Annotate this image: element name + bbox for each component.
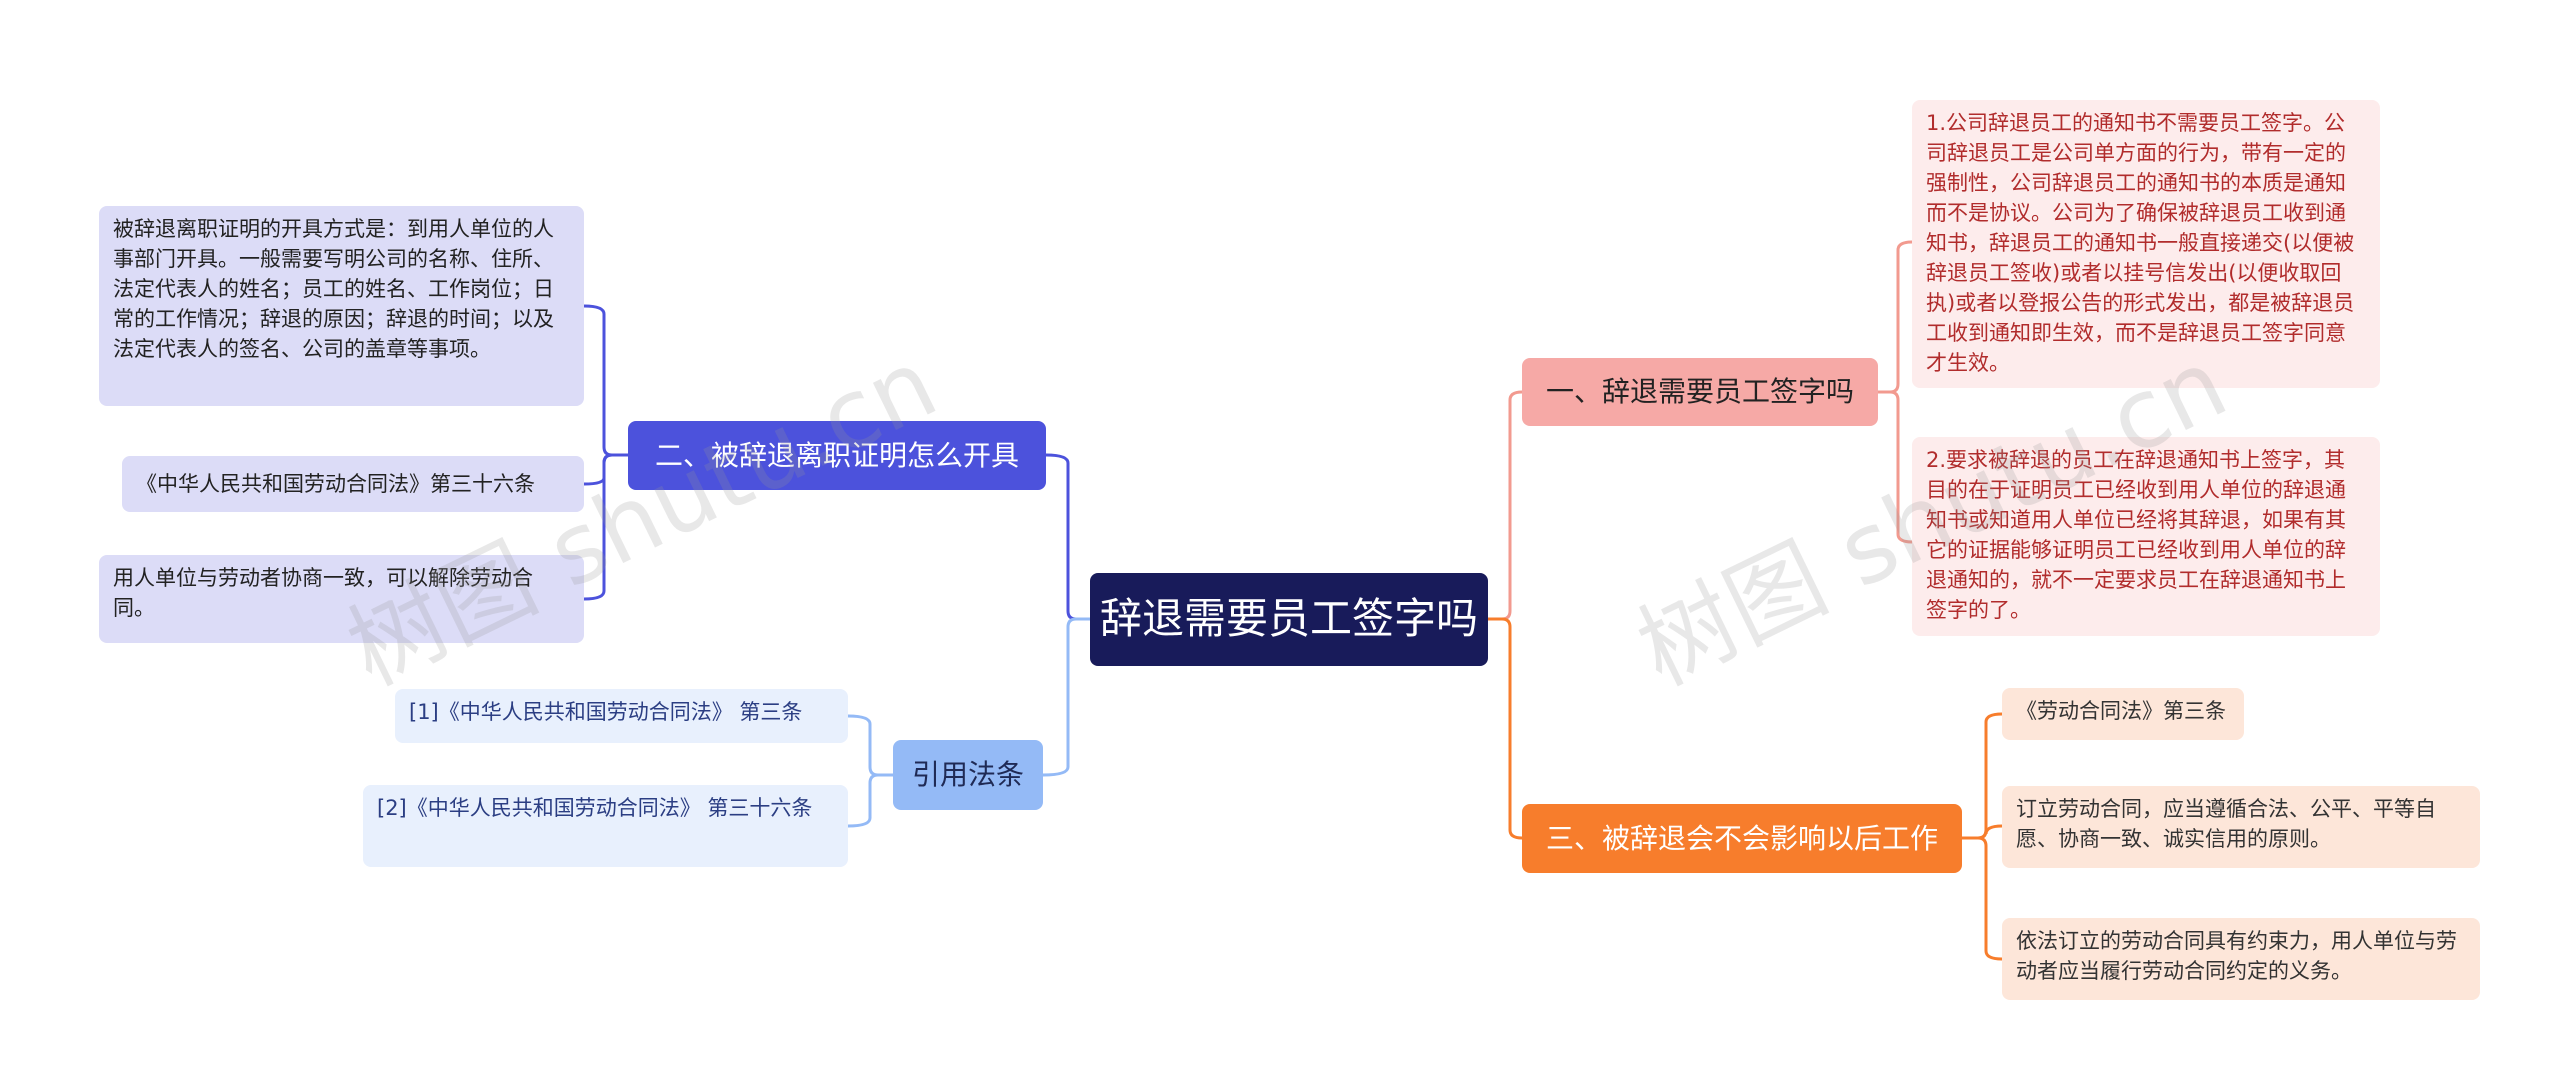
branch-signature[interactable]: 一、辞退需要员工签字吗 <box>1522 358 1878 426</box>
future-work-leaf-law-article-3[interactable]: 《劳动合同法》第三条 <box>2002 688 2244 740</box>
connector-root-certificate <box>1045 453 1090 621</box>
branch-certificate[interactable]: 二、被辞退离职证明怎么开具 <box>628 421 1046 490</box>
connector-citations-leaf-1 <box>847 714 893 777</box>
citation-leaf-2[interactable]: [2]《中华人民共和国劳动合同法》 第三十六条 <box>363 785 848 867</box>
connector-signature-leaf-1 <box>1878 240 1913 394</box>
connector-certificate-leaf-3 <box>583 453 628 601</box>
signature-leaf-notice-no-signature[interactable]: 1.公司辞退员工的通知书不需要员工签字。公司辞退员工是公司单方面的行为，带有一定… <box>1912 100 2380 388</box>
connector-future-work-leaf-3 <box>1962 836 2003 961</box>
certificate-leaf-law-article-36[interactable]: 《中华人民共和国劳动合同法》第三十六条 <box>122 456 584 512</box>
connector-root-signature <box>1488 390 1523 621</box>
signature-leaf-purpose-of-signature[interactable]: 2.要求被辞退的员工在辞退通知书上签字，其目的在于证明员工已经收到用人单位的辞退… <box>1912 437 2380 636</box>
connector-future-work-leaf-1 <box>1962 712 2003 840</box>
connector-future-work-leaf-2 <box>1962 824 2003 840</box>
certificate-leaf-issuing-method[interactable]: 被辞退离职证明的开具方式是：到用人单位的人事部门开具。一般需要写明公司的名称、住… <box>99 206 584 406</box>
connector-certificate-leaf-1 <box>583 304 628 457</box>
branch-future-work[interactable]: 三、被辞退会不会影响以后工作 <box>1522 804 1962 873</box>
connector-root-citations <box>1042 617 1090 777</box>
root-node[interactable]: 辞退需要员工签字吗 <box>1090 573 1488 666</box>
branch-citations[interactable]: 引用法条 <box>893 740 1043 810</box>
future-work-leaf-contract-principles[interactable]: 订立劳动合同，应当遵循合法、公平、平等自愿、协商一致、诚实信用的原则。 <box>2002 786 2480 868</box>
connector-root-future-work <box>1488 617 1523 840</box>
citation-leaf-1[interactable]: [1]《中华人民共和国劳动合同法》 第三条 <box>395 689 848 743</box>
connector-citations-leaf-2 <box>847 773 893 828</box>
connector-signature-leaf-2 <box>1878 390 1913 544</box>
future-work-leaf-binding-force[interactable]: 依法订立的劳动合同具有约束力，用人单位与劳动者应当履行劳动合同约定的义务。 <box>2002 918 2480 1000</box>
certificate-leaf-mutual-agreement[interactable]: 用人单位与劳动者协商一致，可以解除劳动合同。 <box>99 555 584 643</box>
